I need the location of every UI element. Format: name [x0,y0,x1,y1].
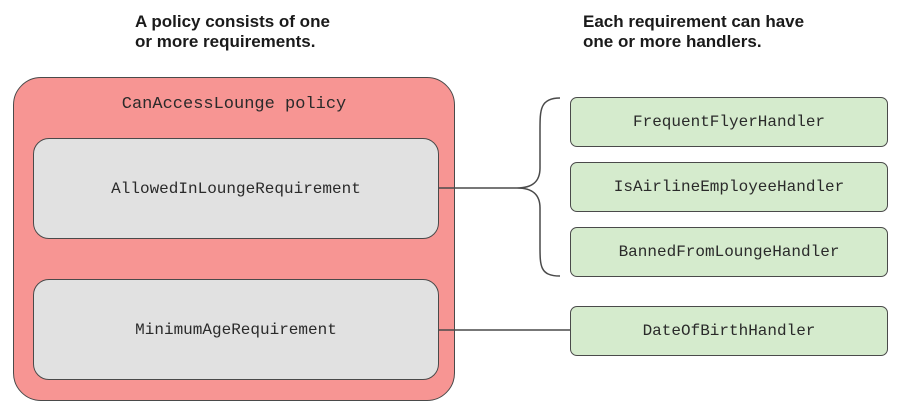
curly-brace [516,97,561,277]
handler-box: IsAirlineEmployeeHandler [570,162,888,212]
handler-box: FrequentFlyerHandler [570,97,888,147]
handler-box: DateOfBirthHandler [570,306,888,356]
policy-caption-line-2: or more requirements. [135,32,316,51]
handlers-caption: Each requirement can have one or more ha… [583,12,804,52]
requirement-box: MinimumAgeRequirement [33,279,439,380]
handlers-caption-line-2: one or more handlers. [583,32,762,51]
handler-box: BannedFromLoungeHandler [570,227,888,277]
requirement-box: AllowedInLoungeRequirement [33,138,439,239]
handlers-caption-line-1: Each requirement can have [583,12,805,31]
policy-caption: A policy consists of one or more require… [135,12,330,52]
policy-caption-line-1: A policy consists of one [135,12,330,31]
policy-title: CanAccessLounge policy [121,95,347,114]
